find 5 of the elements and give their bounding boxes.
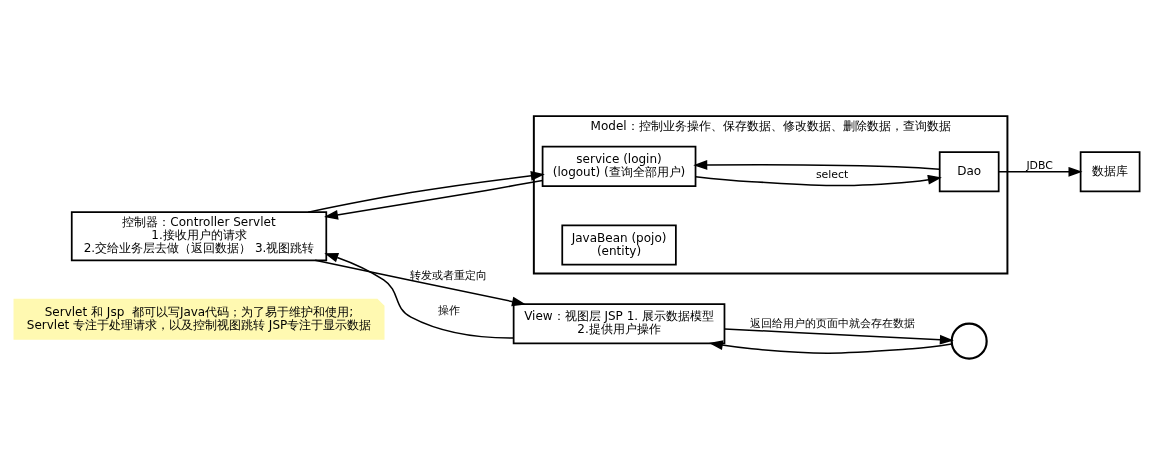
edge-label: select: [815, 168, 849, 182]
edge-label: JDBC: [1026, 158, 1053, 172]
edge-label: 操作: [437, 303, 460, 317]
edge-label: 返回给用户的页面中就会存在数据: [749, 316, 915, 330]
edge-label: 转发或者重定向: [410, 268, 488, 282]
